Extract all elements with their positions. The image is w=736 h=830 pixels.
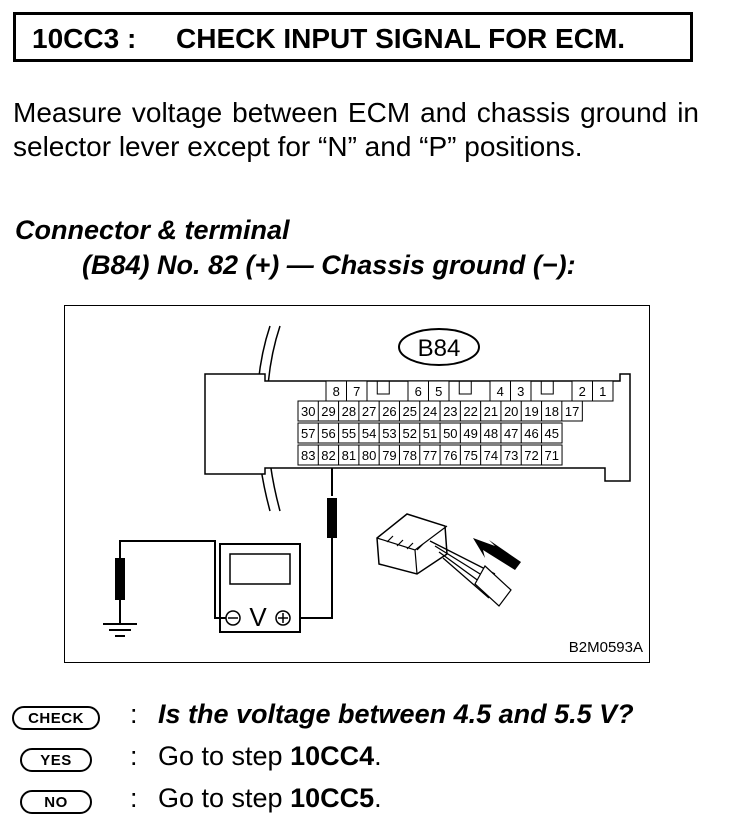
yes-target-step: 10CC4	[290, 741, 375, 771]
yes-answer: Go to step 10CC4.	[158, 741, 382, 772]
terminal-17-label: 17	[565, 404, 579, 419]
voltmeter: V	[219, 543, 301, 633]
terminal-4-label: 4	[497, 384, 504, 399]
terminal-27-label: 27	[362, 404, 376, 419]
terminal-79-label: 79	[382, 448, 396, 463]
terminal-49-label: 49	[463, 426, 477, 441]
check-question: Is the voltage between 4.5 and 5.5 V?	[158, 699, 634, 729]
connector-key	[376, 381, 390, 395]
no-row: NO	[12, 785, 92, 819]
terminal-75-label: 75	[463, 448, 477, 463]
terminal-55-label: 55	[342, 426, 356, 441]
terminal-71	[541, 444, 563, 466]
terminal-24-label: 24	[423, 404, 437, 419]
step-header: 10CC3 : CHECK INPUT SIGNAL FOR ECM.	[13, 12, 693, 62]
no-badge: NO	[20, 790, 92, 814]
check-colon: :	[130, 699, 138, 729]
yes-prefix: Go to step	[158, 741, 291, 771]
terminal-45-label: 45	[545, 426, 559, 441]
no-suffix: .	[374, 783, 382, 813]
yes-suffix: .	[374, 741, 382, 771]
no-target-step: 10CC5	[290, 783, 375, 813]
connector-key	[458, 381, 472, 395]
terminal-23-label: 23	[443, 404, 457, 419]
terminal-22-label: 22	[463, 404, 477, 419]
terminal-19-label: 19	[524, 404, 538, 419]
terminal-78-label: 78	[402, 448, 416, 463]
terminal-7-label: 7	[353, 384, 360, 399]
terminal-3-label: 3	[517, 384, 524, 399]
terminal-29-label: 29	[321, 404, 335, 419]
terminal-47-label: 47	[504, 426, 518, 441]
ground-icon	[103, 623, 137, 637]
terminal-77-label: 77	[423, 448, 437, 463]
terminal-30-label: 30	[301, 404, 315, 419]
terminal-5-label: 5	[435, 384, 442, 399]
terminal-45	[541, 422, 563, 444]
terminal-8-label: 8	[333, 384, 340, 399]
svg-text:B84: B84	[418, 335, 461, 362]
insertion-arrow-icon	[473, 538, 521, 570]
connector-label: Connector & terminal	[15, 215, 290, 245]
check-row: CHECK	[12, 701, 100, 735]
terminal-74-label: 74	[484, 448, 498, 463]
terminal-82-label: 82	[321, 448, 335, 463]
svg-text:V: V	[249, 602, 267, 632]
terminal-57-label: 57	[301, 426, 315, 441]
connector-key	[540, 381, 554, 395]
terminal-50-label: 50	[443, 426, 457, 441]
instruction-text: Measure voltage between ECM and chassis …	[13, 97, 699, 162]
yes-row: YES	[12, 743, 92, 777]
terminal-21-label: 21	[484, 404, 498, 419]
terminal-48-label: 48	[484, 426, 498, 441]
terminal-18-label: 18	[545, 404, 559, 419]
step-id: 10CC3 :	[32, 23, 137, 54]
terminal-81-label: 81	[342, 448, 356, 463]
terminal-1-label: 1	[599, 384, 606, 399]
no-colon: :	[130, 783, 138, 813]
terminal-6-label: 6	[415, 384, 422, 399]
terminal-2-label: 2	[579, 384, 586, 399]
connector-id-bubble: B84	[398, 328, 480, 366]
no-answer: Go to step 10CC5.	[158, 783, 382, 814]
terminal-1	[592, 380, 614, 402]
terminal-52-label: 52	[402, 426, 416, 441]
connector-spec: (B84) No. 82 (+) — Chassis ground (−):	[82, 250, 576, 280]
positive-probe	[327, 498, 337, 538]
check-badge: CHECK	[12, 706, 100, 730]
terminal-51-label: 51	[423, 426, 437, 441]
terminal-56-label: 56	[321, 426, 335, 441]
yes-badge: YES	[20, 748, 92, 772]
terminal-80-label: 80	[362, 448, 376, 463]
terminal-53-label: 53	[382, 426, 396, 441]
terminal-73-label: 73	[504, 448, 518, 463]
terminal-72-label: 72	[524, 448, 538, 463]
terminal-71-label: 71	[545, 448, 559, 463]
step-title: CHECK INPUT SIGNAL FOR ECM.	[176, 23, 626, 54]
terminal-54-label: 54	[362, 426, 376, 441]
negative-probe	[115, 558, 125, 600]
yes-colon: :	[130, 741, 138, 771]
terminal-17	[561, 400, 583, 422]
terminal-46-label: 46	[524, 426, 538, 441]
harness-plug-illustration	[376, 513, 512, 607]
terminal-28-label: 28	[342, 404, 356, 419]
figure-code: B2M0593A	[568, 639, 643, 656]
terminal-83-label: 83	[301, 448, 315, 463]
terminal-76-label: 76	[443, 448, 457, 463]
terminal-26-label: 26	[382, 404, 396, 419]
terminal-20-label: 20	[504, 404, 518, 419]
no-prefix: Go to step	[158, 783, 291, 813]
terminal-25-label: 25	[402, 404, 416, 419]
